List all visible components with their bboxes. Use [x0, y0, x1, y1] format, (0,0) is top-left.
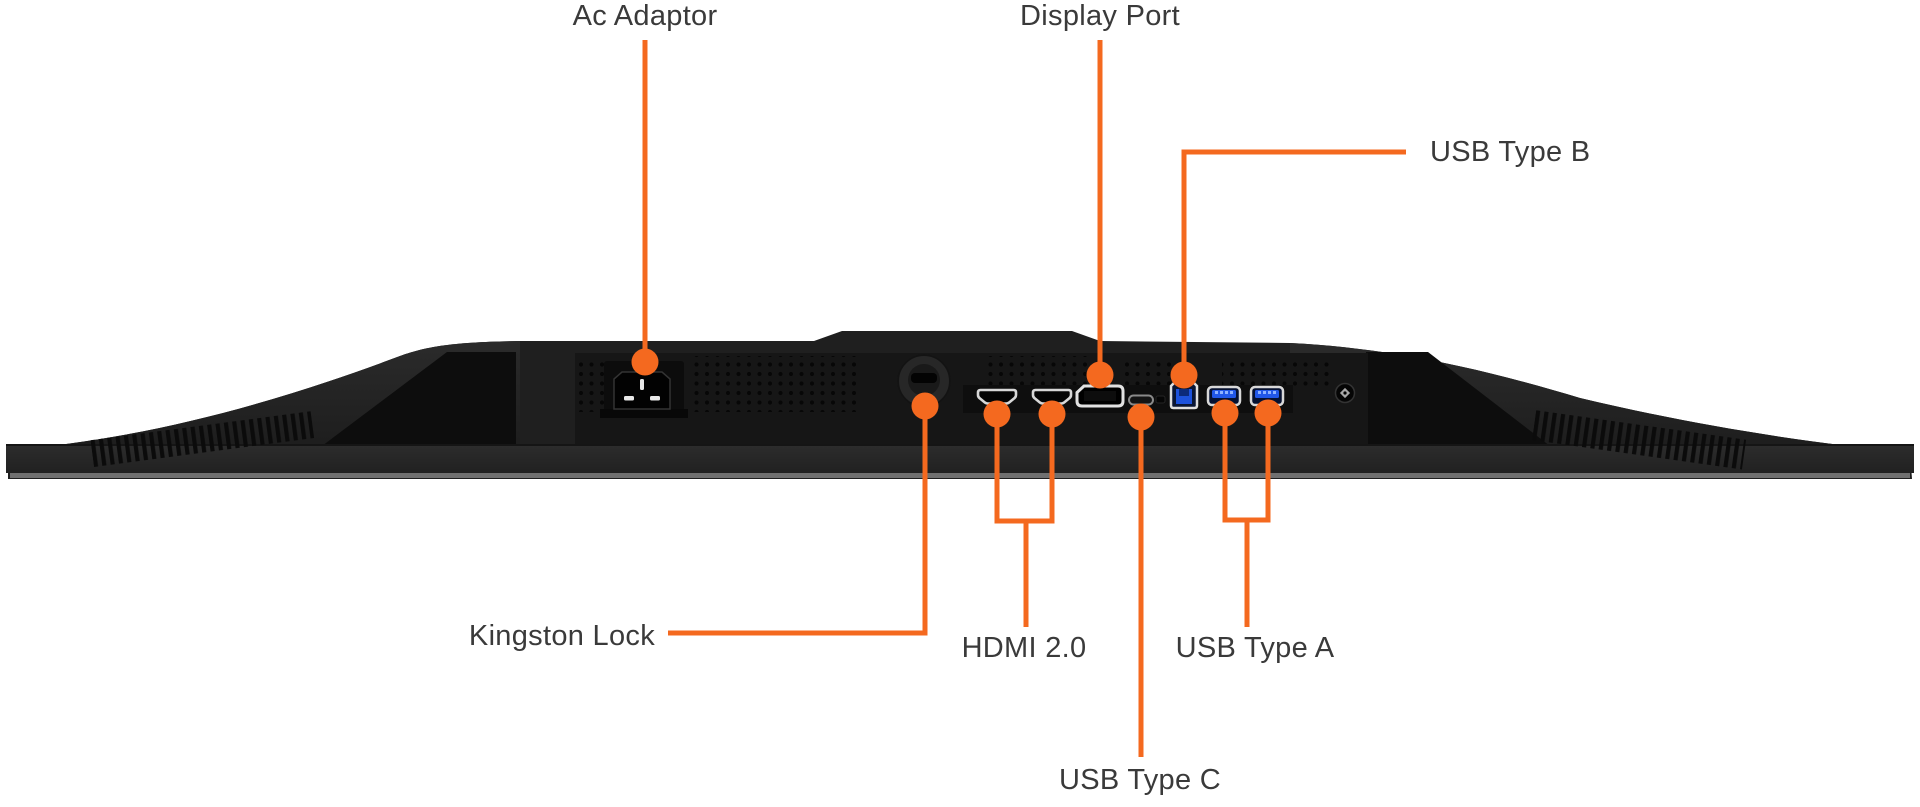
hdmi-port-2 — [1031, 388, 1073, 405]
usb-c-port — [1128, 394, 1166, 406]
left-vent-slats — [90, 411, 315, 467]
displayport-port — [1075, 384, 1125, 408]
right-shadow-facet — [1366, 352, 1550, 446]
callout-dot-dp — [1086, 361, 1114, 389]
callout-ac-adaptor — [631, 40, 659, 376]
callout-dot-ac — [631, 348, 659, 376]
usb-a-port-2 — [1249, 385, 1285, 407]
callout-display-port — [1086, 40, 1114, 389]
hdmi-port-1 — [976, 388, 1018, 405]
monitor-body — [8, 331, 1912, 479]
perforation-dots — [1124, 358, 1172, 390]
left-shadow-facet — [322, 352, 516, 446]
callout-usb-type-a — [1211, 399, 1282, 627]
bottom-bezel — [6, 444, 1914, 478]
label-usb-type-a: USB Type A — [1175, 632, 1335, 664]
label-usb-type-b: USB Type B — [1430, 136, 1591, 168]
label-kingston-lock: Kingston Lock — [468, 620, 655, 652]
label-ac-adaptor: Ac Adaptor — [572, 0, 718, 32]
callout-usb-type-b — [1170, 149, 1406, 389]
label-display-port: Display Port — [1020, 0, 1180, 32]
perforation-dots — [688, 356, 860, 412]
perforation-dots — [1222, 358, 1334, 386]
kensington-lock-slot — [897, 354, 951, 408]
right-vent-slats — [1532, 410, 1747, 470]
callout-hdmi — [983, 400, 1066, 627]
screw-hole — [1334, 382, 1356, 404]
ac-power-inlet — [600, 361, 688, 418]
callout-kingston-lock — [668, 392, 939, 636]
callout-usb-type-c — [1127, 403, 1155, 757]
label-usb-type-c: USB Type C — [1058, 764, 1222, 796]
perforation-dots — [985, 356, 1091, 386]
label-hdmi-2-0: HDMI 2.0 — [961, 632, 1087, 664]
latch-hole — [1155, 395, 1166, 404]
callout-dot-usbb — [1170, 361, 1198, 389]
